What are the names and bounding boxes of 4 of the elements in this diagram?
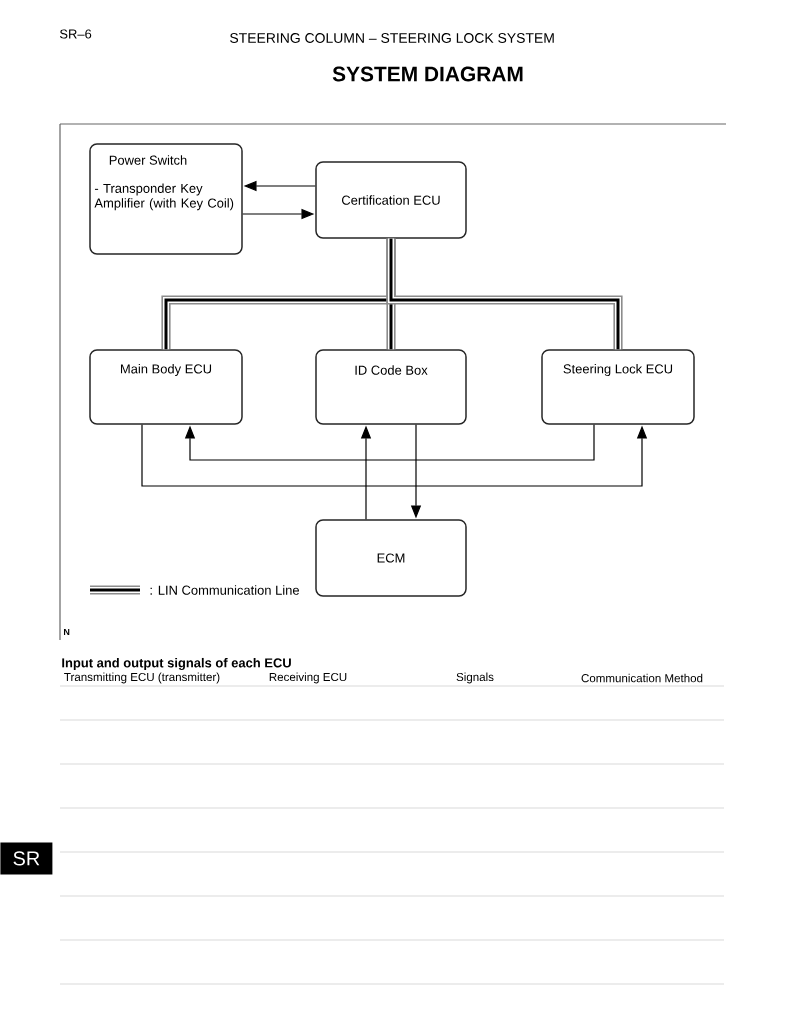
section-tab: SR (0, 842, 53, 875)
page-title: SYSTEM DIAGRAM (332, 66, 523, 82)
arrow (184, 424, 595, 461)
bus-line (386, 238, 623, 350)
